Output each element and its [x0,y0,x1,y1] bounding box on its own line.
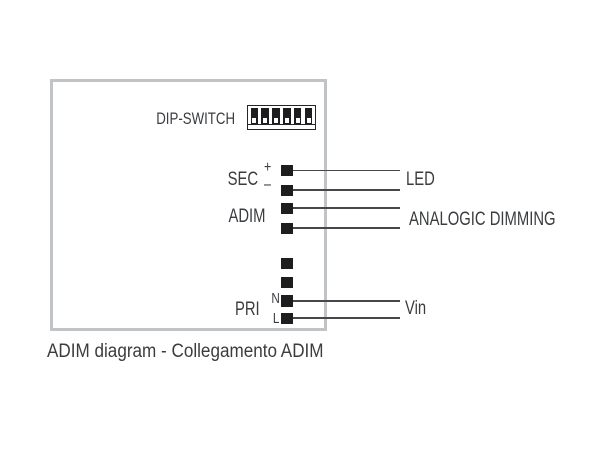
pri-neutral-label: N [271,290,280,307]
terminal-unused-a [281,257,293,269]
terminal-sec-minus [281,184,293,196]
dip-lever-2 [261,108,269,125]
dip-lever-3 [272,108,280,125]
terminal-sec-plus [281,164,293,176]
terminal-adim-b [281,222,293,234]
dip-lever-5 [294,108,302,125]
dip-switch-label: DIP-SWITCH [156,109,235,128]
terminal-pri-l [281,312,293,324]
dip-switch-icon [247,105,316,130]
sec-label: SEC [227,169,258,190]
dip-lever-1 [250,108,258,125]
adim-label: ADIM [227,206,265,227]
vin-label: Vin [405,298,427,319]
wire-pri-n-to-vin [292,300,400,302]
wire-pri-l-to-vin [292,317,400,319]
terminal-adim-a [281,202,293,214]
wire-adim-b [292,227,400,229]
wire-sec-minus-to-led [292,189,400,191]
terminal-pri-n [281,295,293,307]
sec-minus-sign: – [264,176,271,193]
led-label: LED [406,169,435,190]
pri-label: PRI [235,299,260,320]
dip-switch-levers [250,108,313,125]
diagram-caption: ADIM diagram - Collegamento ADIM [47,341,324,362]
wire-adim-a [292,207,400,209]
dip-lever-6 [304,108,313,125]
sec-plus-sign: + [264,159,272,176]
dip-lever-4 [283,108,291,125]
wire-sec-plus-to-led [292,169,400,172]
terminal-unused-b [281,276,293,288]
pri-line-label: L [272,310,279,327]
analogic-dimming-label: ANALOGIC DIMMING [409,209,556,230]
dip-switch-base-line [248,124,315,126]
